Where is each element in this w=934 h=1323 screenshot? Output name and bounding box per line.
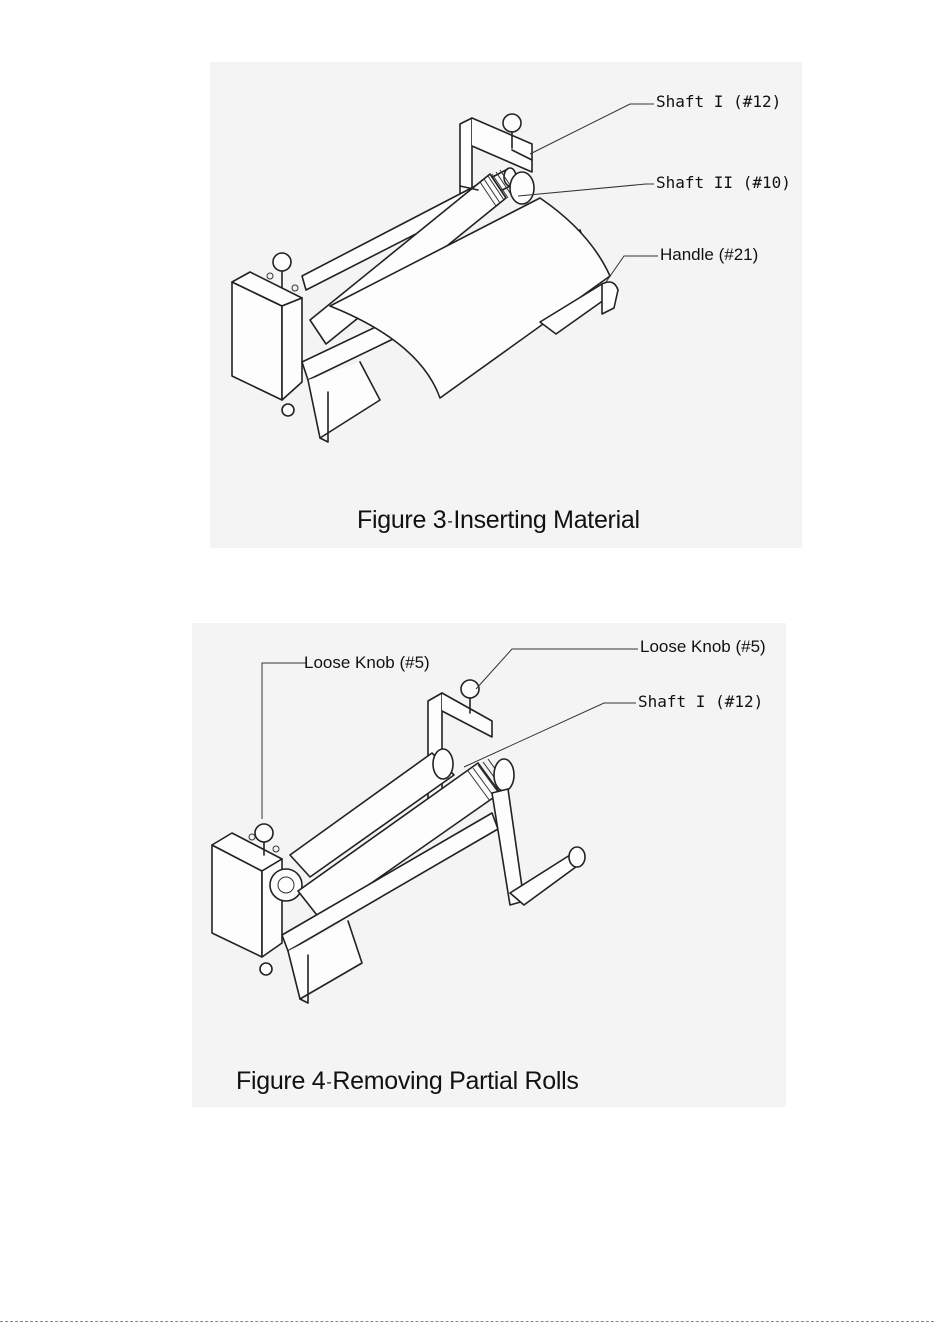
handle-label: Handle (#21): [660, 245, 758, 265]
figure-4-caption-text: Removing Partial Rolls: [332, 1067, 578, 1095]
figure-4-caption-prefix: Figure 4: [236, 1067, 325, 1095]
figure-3-drawing: [210, 62, 802, 548]
figure-3-caption-prefix: Figure 3: [357, 506, 446, 534]
shaft-2-label: Shaft II (#10): [656, 173, 791, 192]
figure-4-panel: Loose Knob (#5) Loose Knob (#5) Shaft I …: [192, 623, 786, 1107]
figure-3-panel: Shaft I (#12) Shaft II (#10) Handle (#21…: [210, 62, 802, 548]
page-bottom-rule: [0, 1321, 934, 1322]
loose-knob-right-label: Loose Knob (#5): [640, 637, 766, 657]
figure-3-caption-text: Inserting Material: [453, 506, 639, 534]
figure-4-caption: Figure 4-Removing Partial Rolls: [236, 1067, 579, 1096]
loose-knob-left-label: Loose Knob (#5): [304, 653, 430, 673]
shaft-1-label: Shaft I (#12): [656, 92, 781, 111]
figure-3-caption: Figure 3-Inserting Material: [357, 506, 640, 535]
shaft-1-label: Shaft I (#12): [638, 692, 763, 711]
